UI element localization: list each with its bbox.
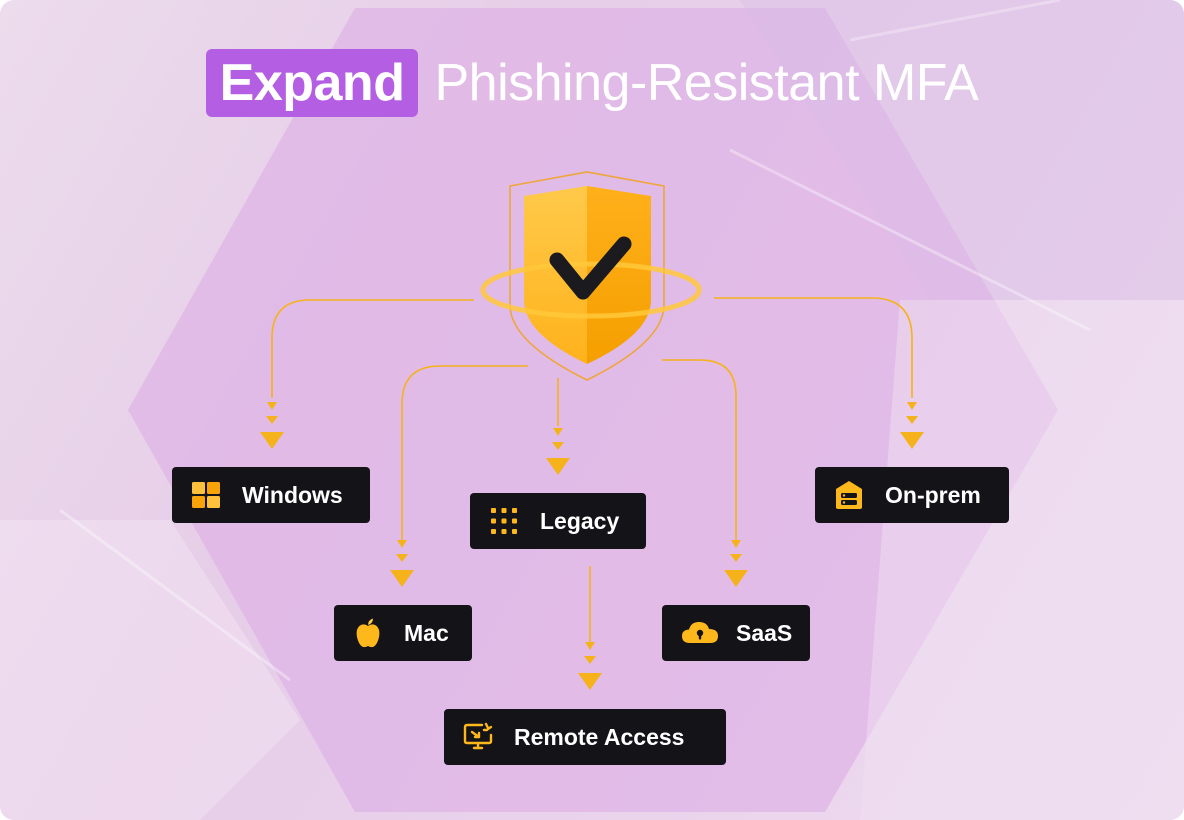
node-label: Windows <box>242 481 343 508</box>
windows-icon <box>190 479 222 511</box>
title-highlight: Expand <box>205 49 419 117</box>
cloud-lock-icon <box>680 617 720 649</box>
node-saas: SaaS <box>662 605 810 661</box>
arrow-mac <box>401 365 528 540</box>
arrow-windows <box>271 299 474 398</box>
server-icon <box>833 479 865 511</box>
node-label: Mac <box>404 619 449 646</box>
node-mac: Mac <box>334 605 472 661</box>
apple-icon <box>352 617 384 649</box>
node-label: SaaS <box>736 619 793 646</box>
remote-desktop-icon <box>462 721 494 753</box>
node-legacy: Legacy <box>470 493 646 549</box>
title-text: Phishing-Resistant MFA <box>434 54 979 112</box>
node-label: On-prem <box>885 481 981 508</box>
node-label: Legacy <box>540 507 620 534</box>
arrow-on-prem <box>714 297 913 398</box>
node-remote-access: Remote Access <box>444 709 726 765</box>
node-on-prem: On-prem <box>815 467 1009 523</box>
node-windows: Windows <box>172 467 370 523</box>
arrow-saas <box>662 359 737 540</box>
node-label: Remote Access <box>514 723 685 750</box>
title: Expand Phishing-Resistant MFA <box>0 48 1184 118</box>
grid-icon <box>488 505 520 537</box>
shield-check-icon <box>480 171 702 381</box>
